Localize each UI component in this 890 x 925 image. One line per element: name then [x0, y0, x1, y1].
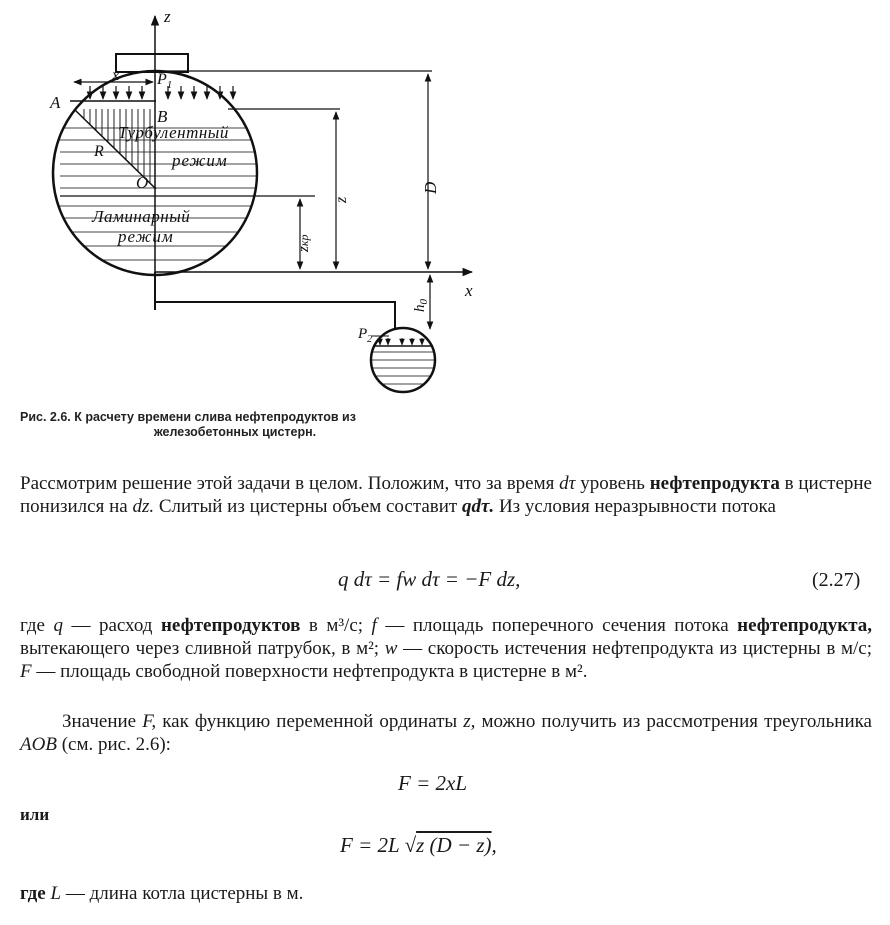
zkr-dimension-label: zкр [296, 235, 312, 253]
z-dimension-label: z [333, 196, 350, 204]
paragraph-4: где L — длина котла цистерны в м. [20, 883, 304, 904]
tank-hatch [115, 53, 189, 73]
paragraph-1: Рассмотрим решение этой задачи в целом. … [20, 473, 872, 517]
h0-dimension-label: h0 [412, 299, 430, 313]
equation-f-sqrt: F = 2L √z (D − z), [340, 833, 497, 857]
paragraph-2: где q — расход нефтепродуктов в м³/с; f … [20, 615, 873, 682]
equation-2-27: q dτ = fw dτ = −F dz, [338, 567, 521, 591]
figure-caption: Рис. 2.6. К расчету времени слива нефтеп… [20, 410, 490, 440]
tank-diagram: z x x P1 A B O R Турбулентный режим Лами… [49, 7, 474, 394]
x-axis-label: x [464, 281, 473, 300]
point-o-label: O [136, 173, 148, 192]
laminar-label-2: режим [117, 227, 174, 246]
caption-line-1: Рис. 2.6. К расчету времени слива нефтеп… [20, 410, 356, 424]
turbulent-label-1: Турбулентный [118, 123, 229, 142]
z-axis-label: z [163, 7, 171, 26]
x-dimension-label: x [111, 67, 119, 84]
equation-number: (2.27) [812, 569, 861, 591]
p1-label: P1 [156, 71, 172, 91]
conjunction-ili: или [20, 805, 50, 824]
turbulent-label-2: режим [171, 151, 228, 170]
d-dimension-label: D [421, 181, 440, 195]
receiving-tank [369, 326, 437, 394]
caption-line-2: железобетонных цистерн. [153, 425, 317, 439]
pressure-arrows [86, 86, 237, 100]
point-a-label: A [49, 93, 61, 112]
point-b-label: B [157, 107, 168, 126]
paragraph-3: Значение F, как функцию переменной ордин… [20, 711, 872, 755]
triangle-hatching [83, 109, 151, 184]
equation-f-2xl: F = 2xL [398, 771, 467, 795]
laminar-label-1: Ламинарный [91, 207, 190, 226]
drain-pipe [154, 272, 396, 329]
radius-label: R [93, 143, 104, 160]
p2-label: P2 [357, 326, 372, 345]
